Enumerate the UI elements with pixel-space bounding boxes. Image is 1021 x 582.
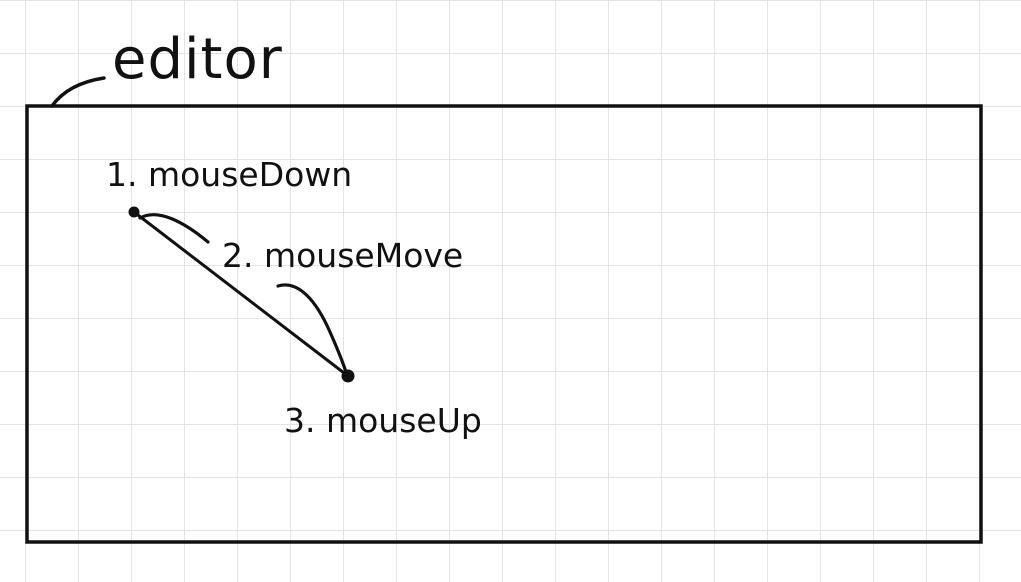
editor-box	[25, 104, 983, 544]
mousemove-connector-bottom	[276, 283, 348, 374]
mouseup-point	[341, 369, 355, 383]
mousemove-connector-top	[138, 213, 210, 244]
event-label-mousemove: 2. mouseMove	[222, 236, 463, 275]
mousedown-point	[128, 206, 140, 218]
drag-path-line	[132, 210, 350, 378]
editor-title: editor	[112, 27, 283, 92]
title-leader-stroke	[50, 76, 106, 108]
event-label-mouseup: 3. mouseUp	[284, 401, 482, 440]
event-label-mousedown: 1. mouseDown	[106, 155, 352, 194]
